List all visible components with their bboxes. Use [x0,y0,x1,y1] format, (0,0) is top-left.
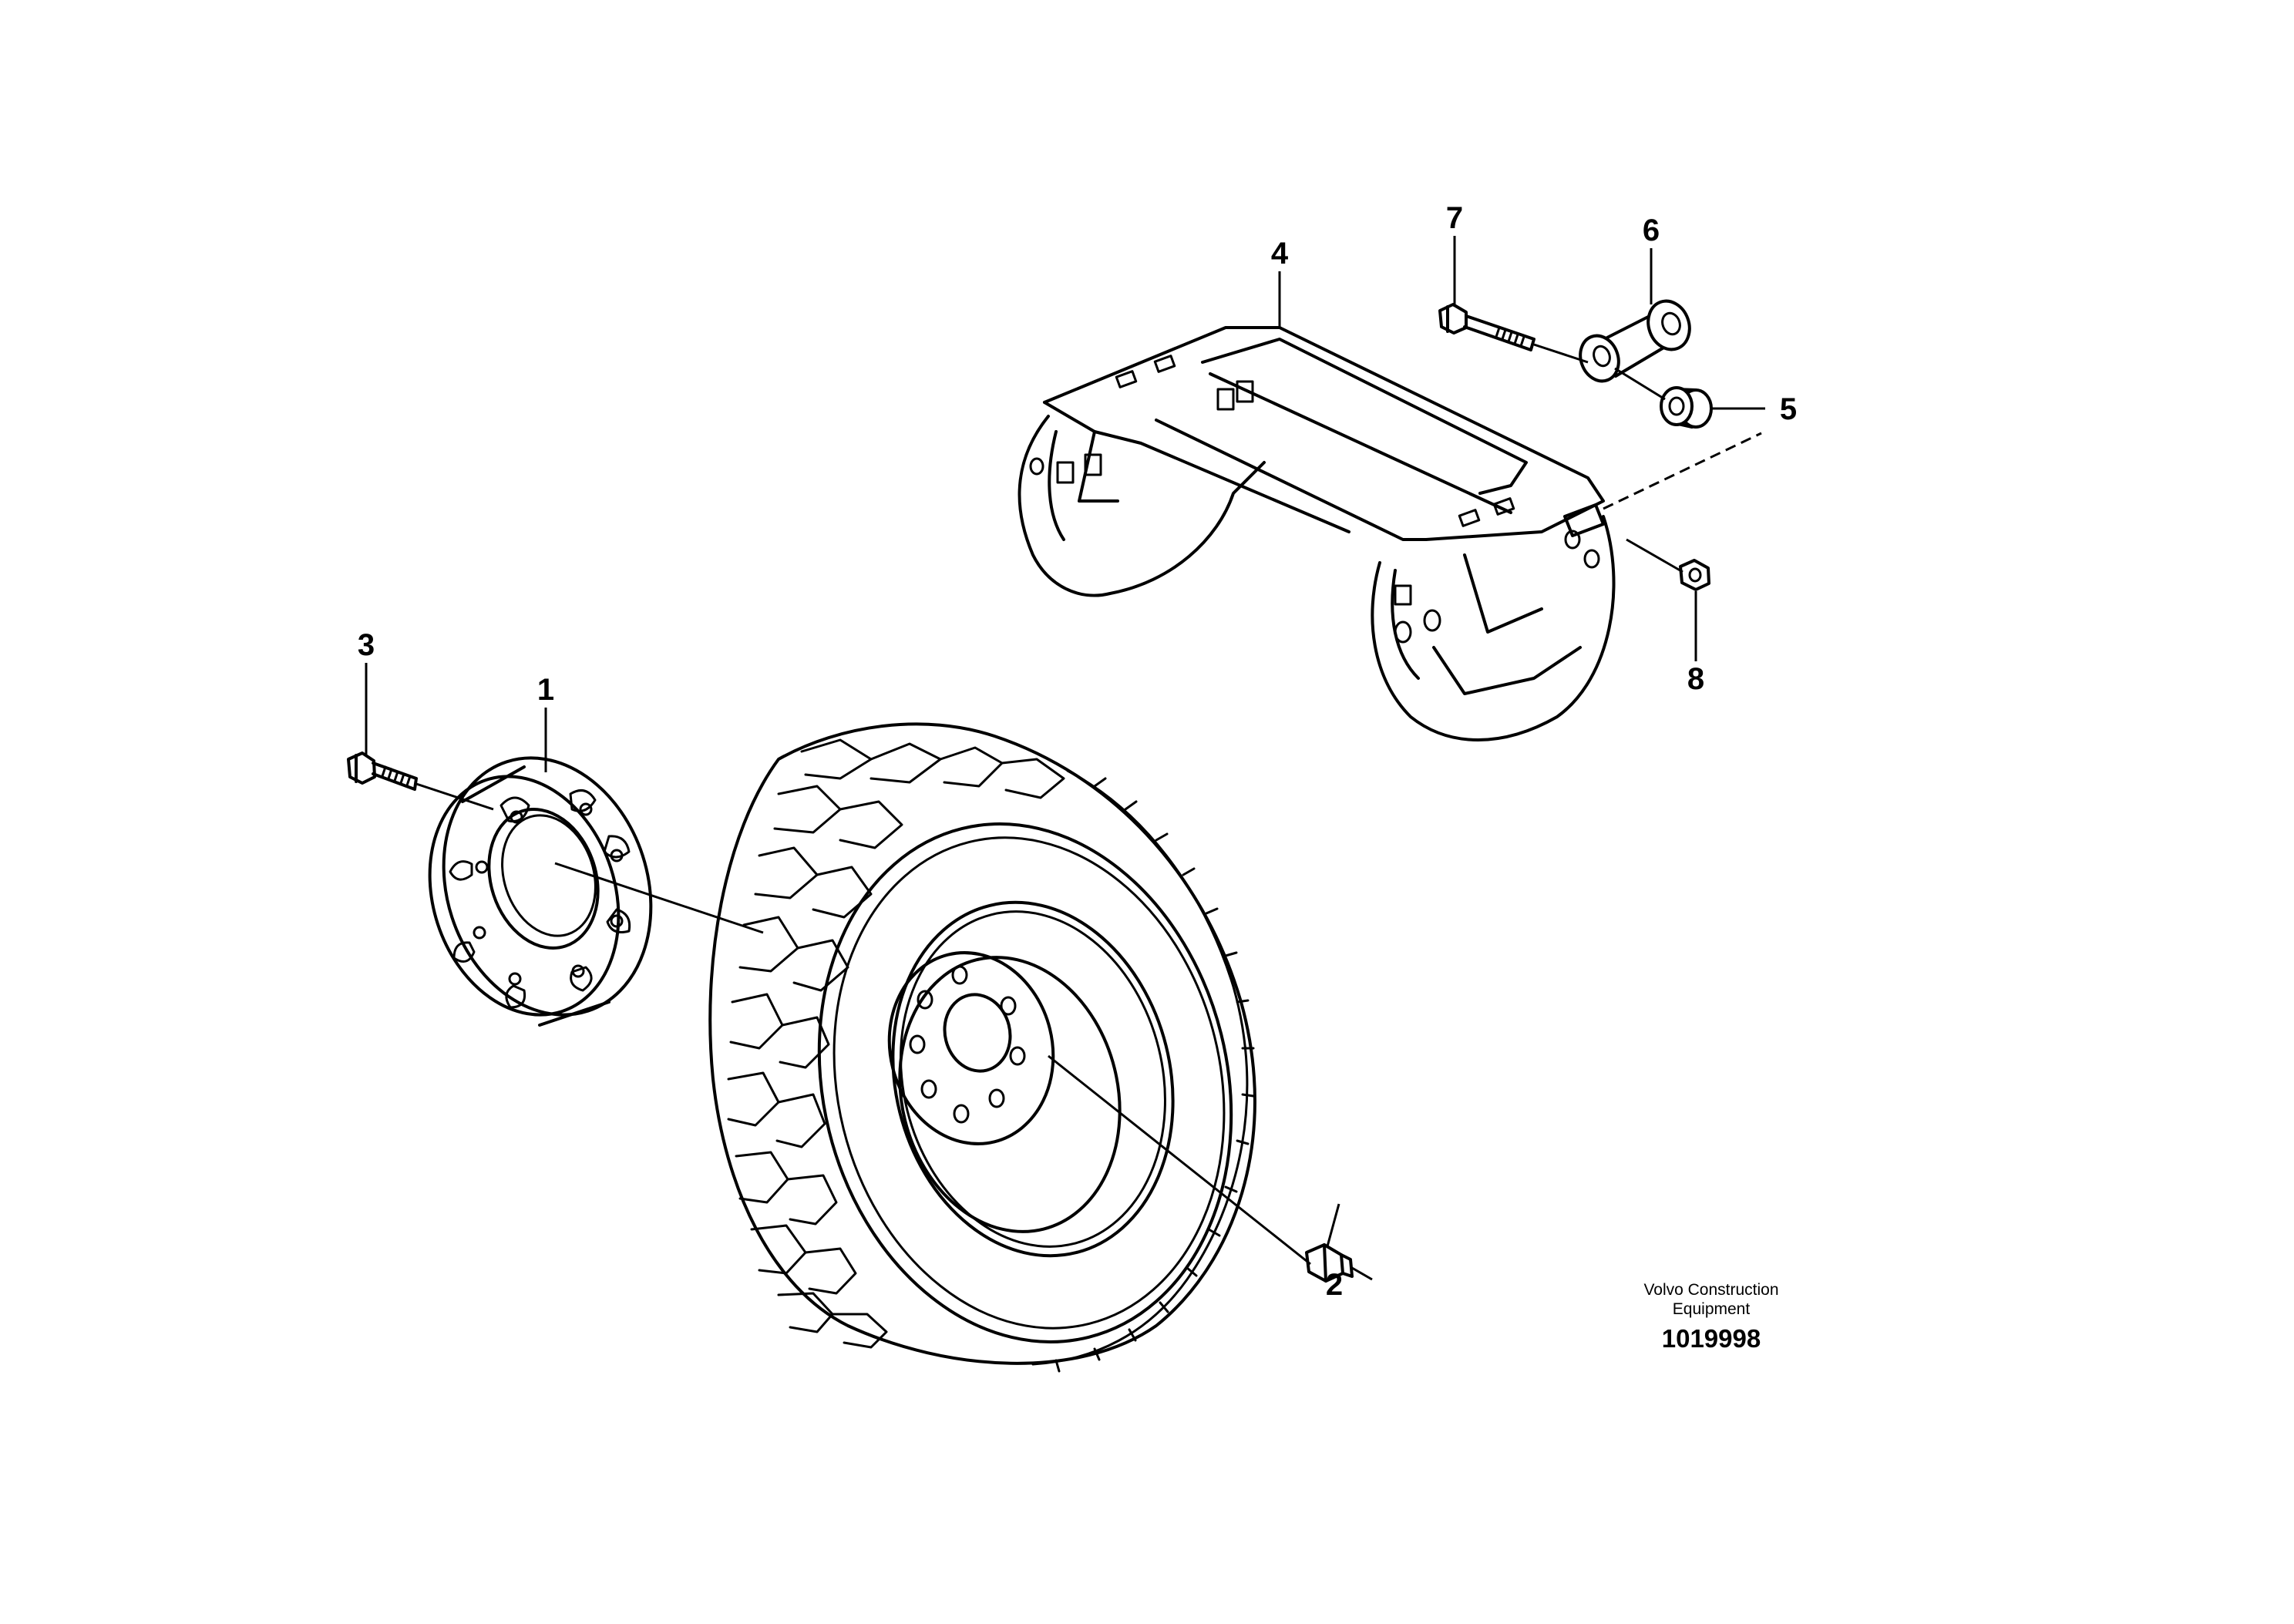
callout-6: 6 [1643,214,1660,247]
callout-3: 3 [358,628,375,662]
callout-1: 1 [537,673,554,707]
flange-bolt [347,751,418,791]
wheel-assembly [708,722,1256,1373]
drawing-number: 1019998 [1662,1324,1761,1353]
callout-leaders [365,236,1765,1247]
callout-7: 7 [1446,201,1463,235]
eye-link [1579,299,1691,383]
lock-nut [1679,559,1710,591]
callout-2: 2 [1326,1268,1343,1302]
credit-line-1: Volvo Construction [1643,1281,1778,1299]
callout-5: 5 [1780,392,1797,426]
credit-line-2: Equipment [1673,1300,1751,1318]
credit-block: Volvo Construction Equipment 1019998 [1643,1281,1778,1353]
bushing [1660,386,1713,429]
wheel-nut [1305,1243,1354,1283]
assembly-lines [415,343,1762,1281]
wheel-spacer-ring [428,756,653,1027]
callout-4: 4 [1271,237,1289,271]
callout-8: 8 [1687,662,1704,696]
link-bolt [1438,303,1536,351]
axle-frame [1018,326,1616,741]
callout-labels: 1 2 3 4 5 6 7 8 [358,201,1797,1302]
